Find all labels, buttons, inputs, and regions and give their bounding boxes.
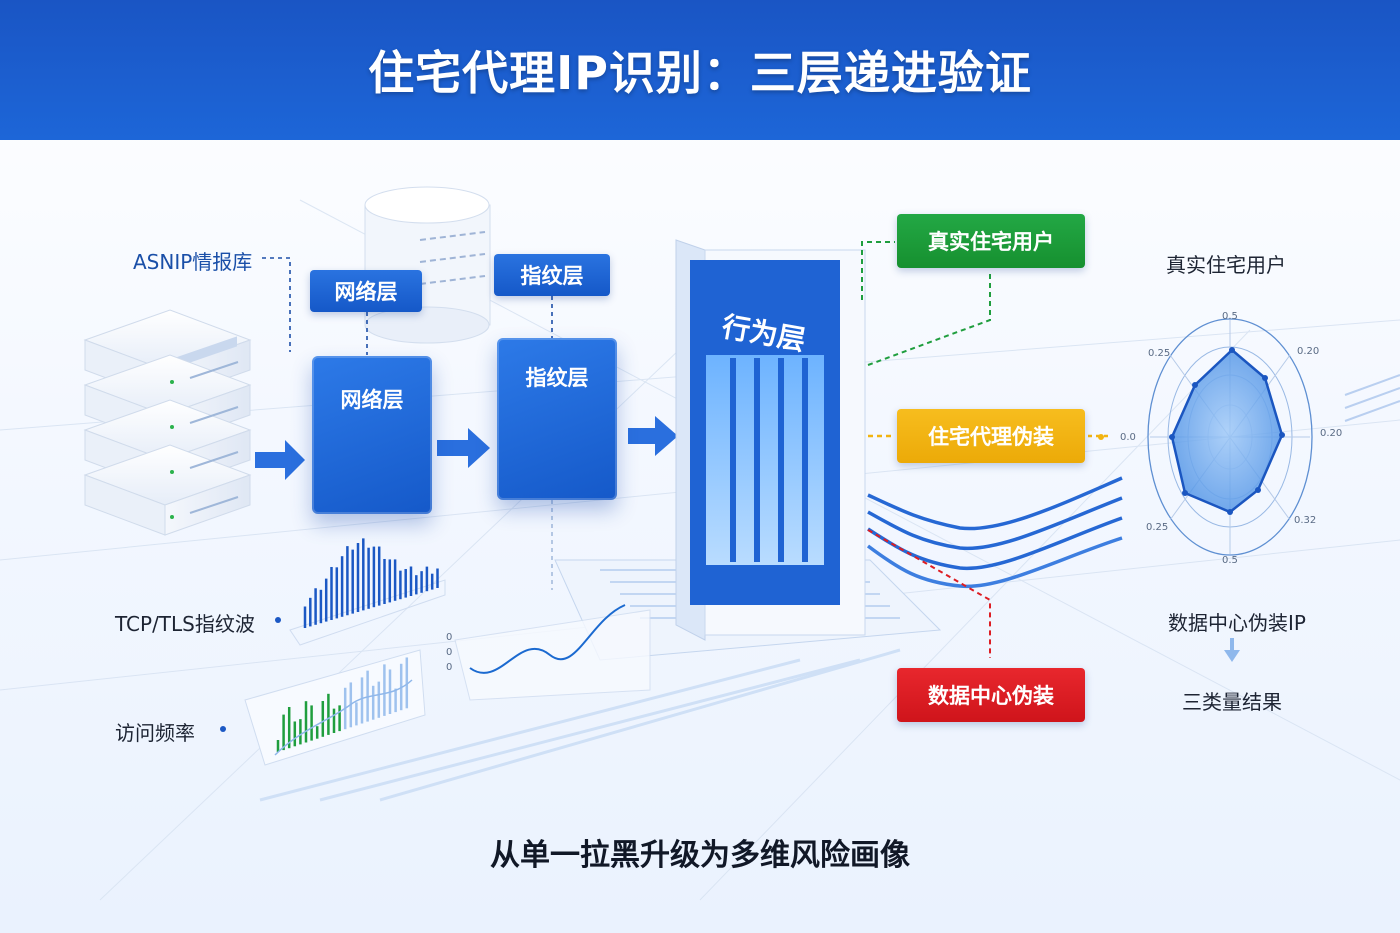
svg-text:0: 0 [446, 647, 452, 658]
radar-tick-bottom: 0.5 [1222, 555, 1238, 566]
residential-proxy-tag: 住宅代理伪装 [897, 409, 1085, 463]
real-user-tag: 真实住宅用户 [897, 214, 1085, 268]
tcp-tls-wave-chart [289, 538, 446, 646]
network-layer-card-title: 网络层 [340, 388, 404, 412]
radar-tick-bottom-left: 0.25 [1146, 522, 1169, 533]
database-icon [364, 186, 491, 344]
down-arrow-icon [1224, 638, 1240, 662]
radar-title: 真实住宅用户 [1166, 253, 1286, 277]
radar-tick-left: 0.0 [1120, 432, 1136, 443]
output-streams [866, 476, 1123, 589]
radar-tick-top-left: 0.25 [1148, 348, 1171, 359]
flow-arrows [255, 416, 678, 480]
result-label: 三类量结果 [1182, 690, 1282, 714]
header-banner: 住宅代理IP识别：三层递进验证 [0, 0, 1400, 140]
svg-text:0: 0 [446, 632, 452, 643]
footer-caption: 从单一拉黑升级为多维风险画像 [490, 838, 910, 873]
radar-chart [1147, 318, 1313, 556]
page-title: 住宅代理IP识别：三层递进验证 [368, 46, 1032, 100]
radar-tick-right: 0.20 [1320, 428, 1343, 439]
server-stack-icon [83, 309, 252, 536]
asnip-label: ASNIP情报库 [133, 250, 253, 274]
datacenter-tag: 数据中心伪装 [897, 668, 1085, 722]
fingerprint-layer-tag: 指纹层 [494, 254, 610, 296]
network-layer-card: 网络层 [312, 356, 432, 514]
visit-frequency-chart [244, 649, 426, 766]
diagram-background: 0 0 0 [0, 186, 1400, 901]
trend-line-chart: 0 0 0 [446, 604, 651, 701]
fingerprint-layer-card-title: 指纹层 [525, 366, 589, 390]
visit-frequency-label: 访问频率 [115, 721, 195, 745]
radar-tick-top-right: 0.20 [1297, 346, 1320, 357]
network-layer-tag: 网络层 [310, 270, 422, 312]
svg-text:0: 0 [446, 662, 452, 673]
fingerprint-layer-card: 指纹层 [497, 338, 617, 500]
radar-tick-top: 0.5 [1222, 311, 1238, 322]
datacenter-ip-label: 数据中心伪装IP [1168, 611, 1306, 635]
radar-tick-bottom-right: 0.32 [1294, 515, 1317, 526]
tcp-tls-label: TCP/TLS指纹波 [115, 612, 255, 636]
